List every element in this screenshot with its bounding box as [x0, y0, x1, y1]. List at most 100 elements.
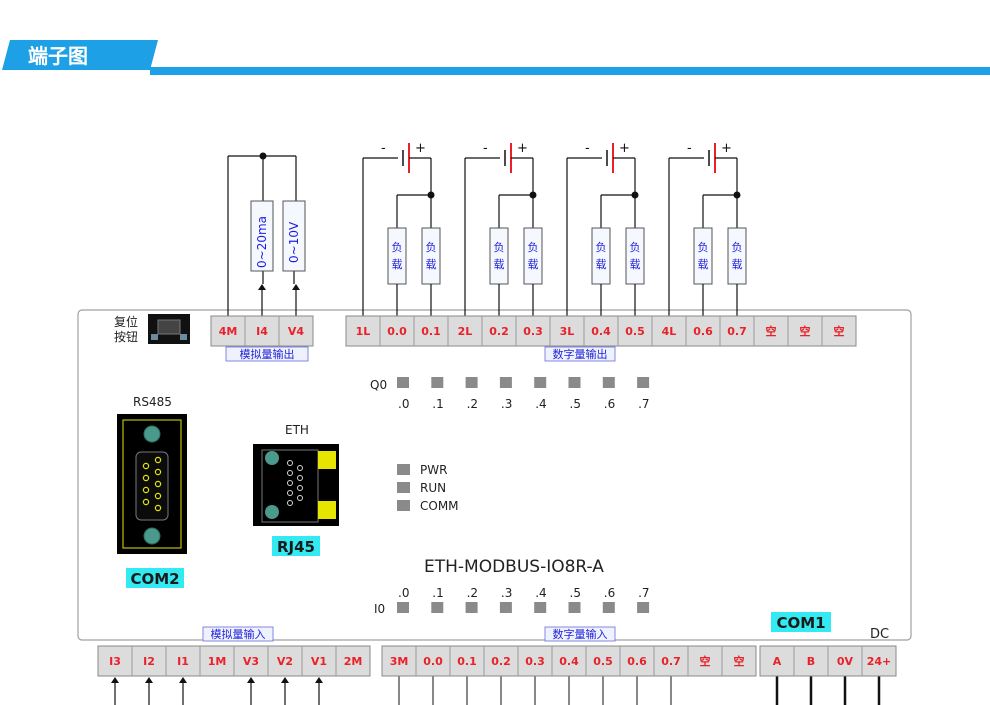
arrow-head	[111, 677, 119, 683]
load-char-1: 负	[698, 240, 709, 254]
terminal-label: I4	[256, 325, 268, 338]
battery-minus-sign: -	[687, 141, 692, 156]
q0-bit-label: .6	[604, 397, 615, 411]
top-analog-terminal[interactable]: 4M	[219, 325, 238, 338]
terminal-label: 0.5	[625, 325, 645, 338]
i0-led	[499, 602, 512, 613]
db9-pins	[142, 456, 162, 512]
bottom-comm-terminal[interactable]: A	[773, 655, 782, 668]
bottom-digital-terminal[interactable]: 空	[687, 646, 711, 676]
load-char-2: 载	[732, 258, 743, 271]
bottom-analog-terminal[interactable]: I3	[109, 655, 121, 668]
arrow-head	[145, 677, 153, 683]
battery-minus-sign: -	[483, 141, 488, 156]
comm-led	[397, 500, 410, 511]
bottom-analog-terminal[interactable]: V3	[233, 646, 259, 676]
i0-bit-label: .1	[432, 586, 443, 600]
rs485-title: RS485	[133, 395, 172, 409]
bottom-analog-terminal[interactable]: V1	[301, 646, 327, 676]
terminal-label: 2M	[344, 655, 363, 668]
terminal-label: 空	[766, 324, 777, 338]
top-digital-terminal[interactable]: 空	[821, 316, 845, 346]
load-char-1: 负	[596, 240, 607, 254]
bottom-digital-terminal[interactable]: 0.2	[483, 646, 511, 676]
rj45-pin	[297, 465, 303, 471]
top-digital-terminal[interactable]: 空	[753, 316, 777, 346]
run-led	[397, 482, 410, 493]
bottom-comm-terminal[interactable]: 24+	[861, 646, 891, 676]
bottom-digital-strip-bg	[381, 645, 757, 677]
top-digital-strip-bg	[345, 315, 857, 347]
voltage-range-label: 0~10V	[287, 221, 301, 263]
group-label-box	[544, 346, 616, 362]
i0-bit-label: .0	[398, 586, 409, 600]
load-box	[693, 227, 713, 285]
top-digital-terminal[interactable]: 0.7	[719, 316, 747, 346]
group-label-box	[202, 626, 274, 642]
battery-minus-sign: -	[585, 141, 590, 156]
top-digital-terminal[interactable]: 0.2	[481, 316, 509, 346]
reset-label-2: 按钮	[114, 329, 138, 344]
analog-output-voltage: 0~10V	[282, 200, 306, 272]
top-analog-strip-bg	[210, 315, 314, 347]
bottom-comm-terminal[interactable]: B	[793, 646, 815, 676]
terminal-label: 空	[734, 654, 745, 668]
analog-output-current: 0~20ma	[250, 200, 274, 272]
bottom-digital-terminal[interactable]: 0.5	[585, 646, 613, 676]
load-char-1: 负	[426, 240, 437, 254]
bottom-digital-terminal[interactable]: 0.6	[619, 646, 647, 676]
bottom-digital-terminal[interactable]: 0.7	[653, 646, 681, 676]
top-digital-terminal[interactable]: 0.5	[617, 316, 645, 346]
bottom-digital-terminal[interactable]: 0.4	[551, 646, 579, 676]
bottom-analog-terminal[interactable]: V2	[267, 646, 293, 676]
rj45-outline	[261, 449, 319, 523]
bottom-digital-terminal[interactable]: 空	[721, 646, 745, 676]
group-digital-input: 数字量输入	[544, 626, 616, 642]
bottom-analog-terminal[interactable]: 2M	[335, 646, 363, 676]
header-title: 端子图	[28, 44, 88, 68]
reset-button-cap	[157, 319, 181, 335]
rj45-pin	[287, 500, 293, 506]
rj45-badge	[272, 536, 320, 556]
bottom-analog-terminal[interactable]: I2	[131, 646, 155, 676]
bottom-digital-terminal[interactable]: 0.1	[449, 646, 477, 676]
top-digital-terminal[interactable]: 3L	[549, 316, 575, 346]
group-analog-output: 模拟量输出	[225, 346, 309, 362]
bottom-digital-terminal[interactable]: 0.3	[517, 646, 545, 676]
bottom-analog-terminal[interactable]: 1M	[199, 646, 226, 676]
top-digital-terminal[interactable]: 2L	[447, 316, 473, 346]
top-digital-terminal[interactable]: 0.6	[685, 316, 713, 346]
rj45-pins	[287, 460, 303, 506]
top-digital-terminal[interactable]: 0.0	[379, 316, 407, 346]
pwr-label: PWR	[420, 463, 447, 477]
top-digital-terminal[interactable]: 空	[787, 316, 811, 346]
terminal-label: 4M	[219, 325, 238, 338]
rj45-connector[interactable]	[253, 444, 339, 526]
terminal-label: 3L	[560, 325, 575, 338]
bottom-comm-terminal[interactable]: 0V	[827, 646, 854, 676]
i0-label: I0	[374, 602, 385, 616]
load-box	[387, 227, 407, 285]
terminal-label: 3M	[390, 655, 409, 668]
terminal-label: V3	[243, 655, 259, 668]
db9-pin	[154, 468, 162, 476]
bottom-digital-terminal[interactable]: 0.0	[415, 646, 443, 676]
db9-connector[interactable]	[117, 414, 187, 554]
top-analog-terminal[interactable]: V4	[278, 316, 304, 346]
rj45-screw-bottom	[265, 505, 279, 519]
top-digital-terminal[interactable]: 1L	[356, 325, 371, 338]
top-analog-terminal[interactable]: I4	[244, 316, 268, 346]
terminal-label: 2L	[458, 325, 473, 338]
battery-plus-sign: +	[619, 141, 630, 156]
i0-led	[465, 602, 478, 613]
top-digital-terminal[interactable]: 4L	[651, 316, 676, 346]
i0-led	[602, 602, 615, 613]
top-digital-terminal[interactable]: 0.3	[515, 316, 543, 346]
reset-button[interactable]	[148, 314, 190, 344]
top-digital-terminal[interactable]: 0.1	[413, 316, 441, 346]
bottom-digital-terminal[interactable]: 3M	[390, 655, 409, 668]
top-digital-terminal[interactable]: 0.4	[583, 316, 611, 346]
bottom-analog-terminal[interactable]: I1	[165, 646, 189, 676]
